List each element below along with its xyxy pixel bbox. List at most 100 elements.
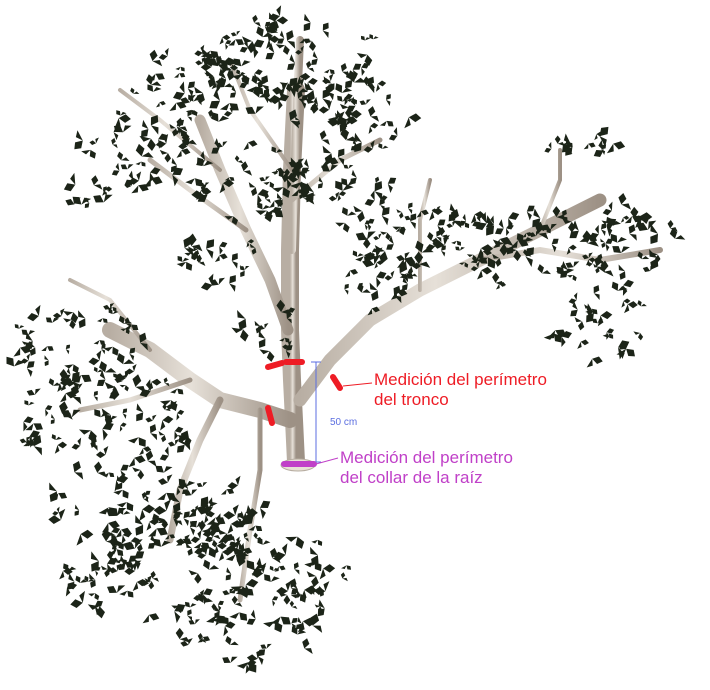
leaf: [258, 173, 269, 184]
leaf: [215, 252, 229, 265]
leaf: [63, 582, 78, 597]
leaf: [386, 127, 401, 142]
leaf: [189, 530, 203, 544]
leaf: [55, 442, 68, 454]
leaf: [522, 203, 540, 220]
leaf: [405, 201, 418, 214]
leaf: [128, 403, 148, 423]
leaf: [69, 459, 89, 479]
leaf: [182, 543, 196, 557]
leaf: [276, 41, 291, 56]
leaf: [48, 508, 65, 525]
leaf: [607, 139, 626, 158]
leaf: [239, 262, 250, 273]
trunk-mark-left-upper: [268, 363, 282, 367]
leaf: [153, 458, 172, 477]
leaf: [318, 100, 332, 113]
leaf: [375, 80, 387, 92]
leaf: [318, 129, 333, 145]
leaf: [597, 238, 607, 248]
leaf: [159, 150, 171, 163]
leaf: [96, 446, 109, 458]
leaf: [356, 281, 371, 296]
leaf: [156, 99, 166, 109]
branches: [70, 40, 660, 600]
root-collar-label-line2: del collar de la raíz: [340, 468, 513, 488]
leaf: [145, 79, 162, 96]
leaf: [128, 453, 146, 471]
leaf: [335, 219, 351, 235]
leaf: [82, 551, 105, 574]
leaf: [633, 331, 643, 341]
leaf: [340, 572, 349, 581]
leaf: [103, 469, 116, 481]
leaf: [227, 251, 244, 269]
leaf: [157, 472, 172, 487]
leaf: [404, 113, 421, 130]
trunk-perimeter-label-line1: Medición del perímetro: [374, 370, 547, 390]
leaf: [329, 191, 340, 201]
leaf: [134, 120, 154, 140]
leaf: [341, 282, 353, 294]
leaf: [290, 601, 298, 609]
leaf: [69, 591, 87, 609]
leaf: [572, 317, 585, 331]
leaf: [296, 14, 315, 34]
root-collar-label-line1: Medición del perímetro: [340, 448, 513, 468]
leaf: [183, 597, 196, 610]
leaf: [555, 135, 565, 146]
leaf: [376, 204, 397, 225]
leaf: [289, 622, 306, 639]
leaf: [594, 124, 617, 147]
leaf: [156, 446, 172, 462]
leaf: [224, 634, 239, 649]
leaf: [63, 343, 74, 354]
leaf: [359, 95, 371, 107]
leaf: [366, 105, 382, 121]
leaf: [245, 182, 260, 197]
leaf: [341, 562, 352, 573]
leaf: [41, 343, 55, 357]
leaf: [46, 414, 57, 425]
leaf: [300, 637, 316, 654]
leaf: [617, 192, 634, 210]
leaf: [477, 266, 493, 281]
leaf: [319, 564, 335, 579]
leaf: [94, 337, 107, 350]
leaf: [119, 530, 133, 544]
leaf: [220, 650, 237, 667]
leaf: [70, 504, 83, 517]
leaf: [564, 301, 582, 319]
leaf: [567, 272, 578, 283]
leaf: [584, 140, 597, 153]
leaf: [383, 175, 401, 193]
trunk-mark-right: [333, 377, 340, 388]
trunk-mark-left-lower: [268, 408, 272, 423]
leaf: [91, 389, 103, 401]
leaf: [243, 139, 258, 153]
leaf: [587, 354, 604, 371]
leaf: [613, 265, 630, 282]
leaf: [129, 86, 139, 96]
leaf: [621, 298, 631, 307]
leaf: [25, 384, 40, 399]
leaf: [119, 159, 133, 173]
leaf: [395, 209, 405, 219]
leaf: [70, 438, 83, 451]
leaf: [223, 505, 239, 520]
leaf: [567, 292, 580, 304]
leaf: [60, 173, 81, 194]
leaf: [201, 556, 219, 574]
leaf: [251, 330, 270, 350]
collar-leader-line: [316, 458, 338, 464]
leaf: [81, 146, 98, 163]
leaf: [235, 155, 244, 164]
leaf: [227, 476, 242, 490]
leaf: [196, 478, 208, 489]
leaf: [188, 570, 201, 584]
leaf: [251, 14, 263, 26]
leaf: [143, 449, 160, 466]
leaf: [66, 130, 88, 152]
leaf: [335, 91, 349, 105]
leaf: [40, 355, 52, 367]
